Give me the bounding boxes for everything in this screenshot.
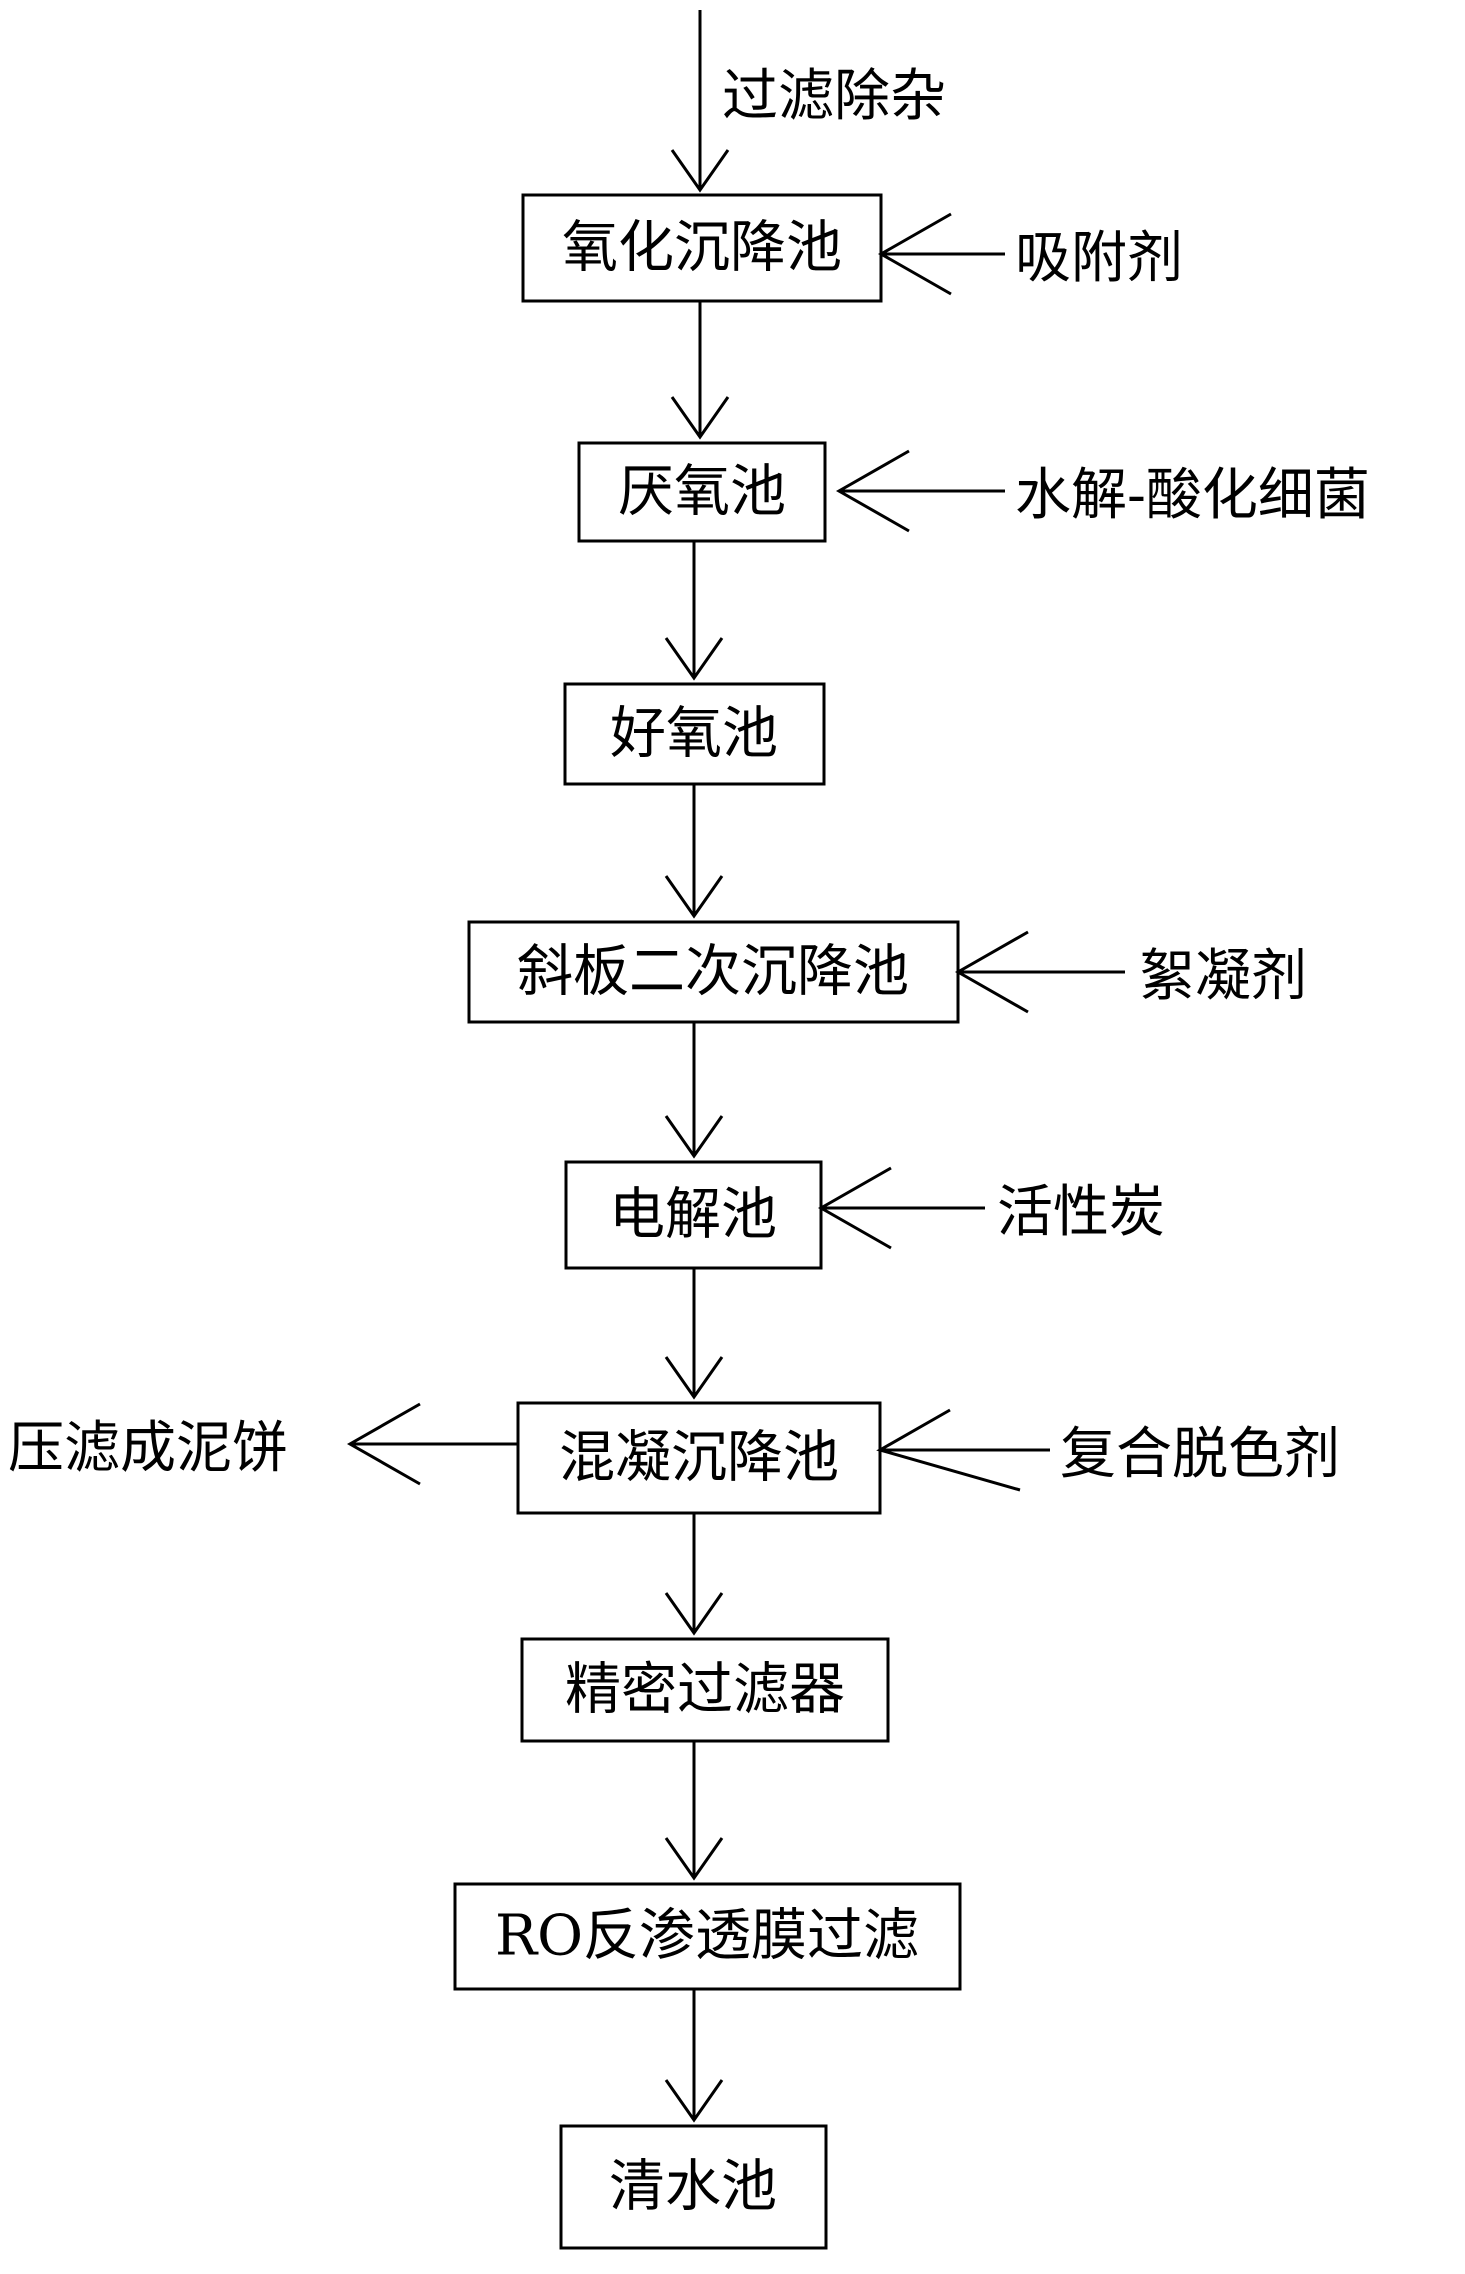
step-label: 清水池 [609, 2155, 777, 2220]
step-ro-reverse-osmosis-membrane-filtration: RO反渗透膜过滤 [453, 1882, 962, 1991]
additive-label-flocculant: 絮凝剂 [1139, 944, 1307, 1009]
step-aerobic-tank: 好氧池 [563, 682, 826, 786]
input-arrow [670, 10, 730, 193]
flow-arrow-1 [670, 301, 730, 440]
step-clean-water-tank: 清水池 [559, 2124, 828, 2250]
flow-arrow-4 [664, 1022, 724, 1159]
additive-label-adsorbent: 吸附剂 [1015, 226, 1183, 291]
additive-arrow-flocculant [954, 930, 1125, 1014]
step-label: 好氧池 [610, 702, 778, 767]
additive-arrow-composite-decolorant [876, 1408, 1050, 1492]
flow-arrow-7 [664, 1741, 724, 1881]
step-label: 氧化沉降池 [562, 216, 842, 281]
step-label: RO反渗透膜过滤 [495, 1904, 919, 1969]
step-label: 混凝沉降池 [559, 1426, 839, 1491]
flow-arrow-2 [664, 541, 724, 681]
step-label: 精密过滤器 [565, 1658, 845, 1723]
flow-arrow-3 [664, 784, 724, 919]
output-arrow-filter-press-sludge-cake [346, 1402, 518, 1486]
step-label: 斜板二次沉降池 [517, 940, 909, 1005]
step-label: 厌氧池 [618, 460, 786, 525]
flow-arrow-8 [664, 1989, 724, 2123]
additive-label-hydrolysis-bacteria: 水解-酸化细菌 [1015, 463, 1370, 528]
step-precision-filter: 精密过滤器 [520, 1637, 890, 1743]
additive-arrow-activated-carbon [817, 1166, 985, 1250]
additive-label-activated-carbon: 活性炭 [997, 1180, 1165, 1245]
additive-arrow-adsorbent [877, 212, 1005, 296]
step-anaerobic-tank: 厌氧池 [577, 441, 827, 543]
step-oxidation-settling-tank: 氧化沉降池 [521, 193, 883, 303]
output-label-filter-press-sludge-cake: 压滤成泥饼 [8, 1416, 288, 1481]
flow-arrow-6 [664, 1513, 724, 1636]
input-label: 过滤除杂 [722, 64, 946, 129]
step-coagulation-settling-tank: 混凝沉降池 [516, 1401, 882, 1515]
step-inclined-plate-secondary-settling-tank: 斜板二次沉降池 [467, 920, 960, 1024]
additive-arrow-hydrolysis-bacteria [835, 449, 1005, 533]
flow-arrow-5 [664, 1268, 724, 1400]
additive-label-composite-decolorant: 复合脱色剂 [1060, 1422, 1340, 1487]
step-electrolysis-tank: 电解池 [564, 1160, 823, 1270]
step-label: 电解池 [609, 1183, 777, 1248]
